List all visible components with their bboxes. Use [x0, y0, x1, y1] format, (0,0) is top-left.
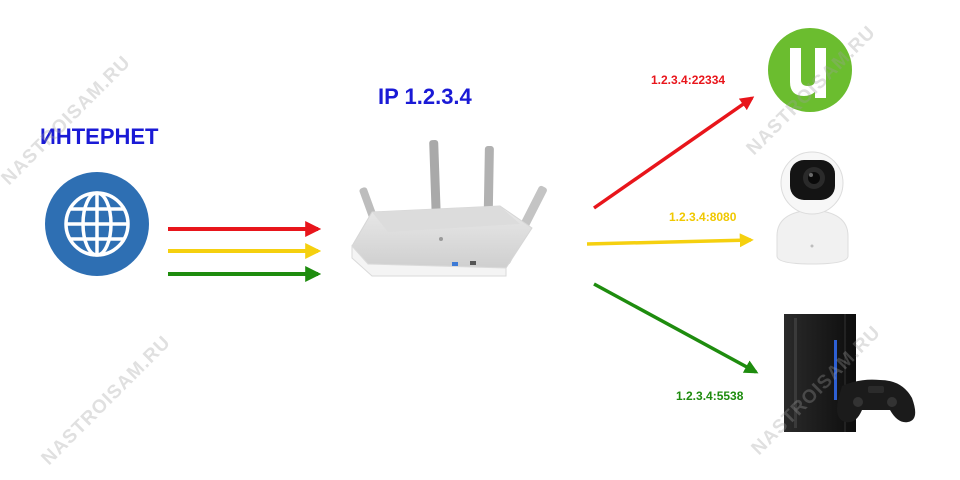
router-ip-label: IP 1.2.3.4 — [378, 84, 472, 109]
port-label-camera: 1.2.3.4:8080 — [669, 210, 737, 224]
ip-camera-icon — [776, 151, 849, 265]
utorrent-logo — [768, 28, 852, 112]
router-icon — [351, 139, 547, 277]
globe-icon — [45, 172, 149, 276]
internet-label: ИНТЕРНЕТ — [40, 124, 159, 149]
game-console-icon — [784, 314, 916, 432]
port-label-torrent: 1.2.3.4:22334 — [651, 73, 726, 87]
arrow-red-out — [593, 96, 755, 210]
arrow-yellow-out — [586, 233, 754, 248]
port-label-console: 1.2.3.4:5538 — [676, 389, 744, 403]
arrow-green-out — [593, 282, 759, 374]
